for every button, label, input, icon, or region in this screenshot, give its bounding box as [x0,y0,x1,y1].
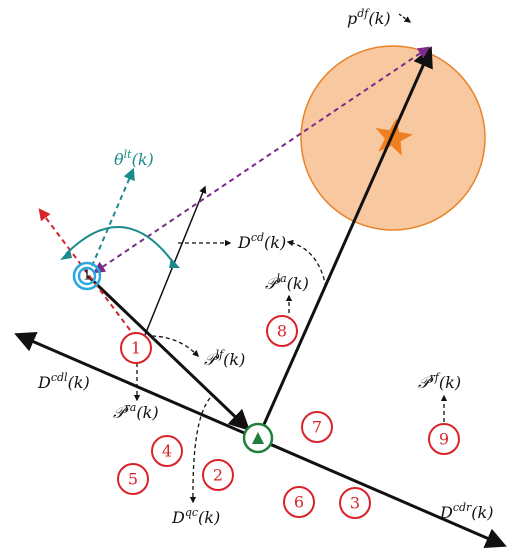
heading-angle-arc-tip-right [169,258,180,268]
los-dashed-line [93,46,430,274]
leader-node-outer [72,261,102,291]
svg-text:1: 1 [131,339,141,358]
heading-angle-arc [65,226,176,266]
label-d-qc: Dqc(k) [171,506,220,527]
node-8: 8 [266,315,298,347]
red-dashed-line [38,208,131,331]
svg-text:7: 7 [312,418,322,437]
label-p-lf: 𝒫lf(k) [204,348,245,369]
node-9: 9 [428,423,460,455]
node-7: 7 [301,411,333,443]
label-d-cd: Dcd(k) [237,231,286,252]
node-3: 3 [339,487,371,519]
node-2: 2 [202,459,234,491]
label-p-la: 𝒫la(k) [265,272,309,293]
label-d-cdl: Dcdl(k) [37,371,90,392]
dcd-curve-arrow [286,239,327,288]
plf-arrow [151,335,199,357]
leader-node-label: 1 [83,269,91,284]
leader-path-line [86,274,251,431]
node-5: 5 [117,463,149,495]
svg-text:3: 3 [350,494,360,513]
label-p-ra: 𝒫ra(k) [113,401,159,422]
perpendicular-line [144,185,207,336]
svg-text:6: 6 [294,493,304,512]
node-6: 6 [283,486,315,518]
triangle-icon [252,432,264,444]
svg-text:4: 4 [162,442,172,461]
svg-text:9: 9 [439,430,449,449]
heading-angle-arc-tip-left [60,249,72,260]
label-d-cdr: Dcdr(k) [439,501,493,522]
svg-text:5: 5 [128,470,138,489]
node-4: 4 [151,435,183,467]
node-1: 1 [120,332,152,364]
svg-text:2: 2 [213,466,223,485]
leader-node-inner [77,266,97,286]
label-p-rf: 𝒫rf(k) [418,371,461,392]
svg-text:8: 8 [277,322,287,341]
pdf-arrow [398,13,412,23]
label-p-df: pdf(k) [347,7,391,28]
label-theta-lt: θlt(k) [114,148,154,169]
